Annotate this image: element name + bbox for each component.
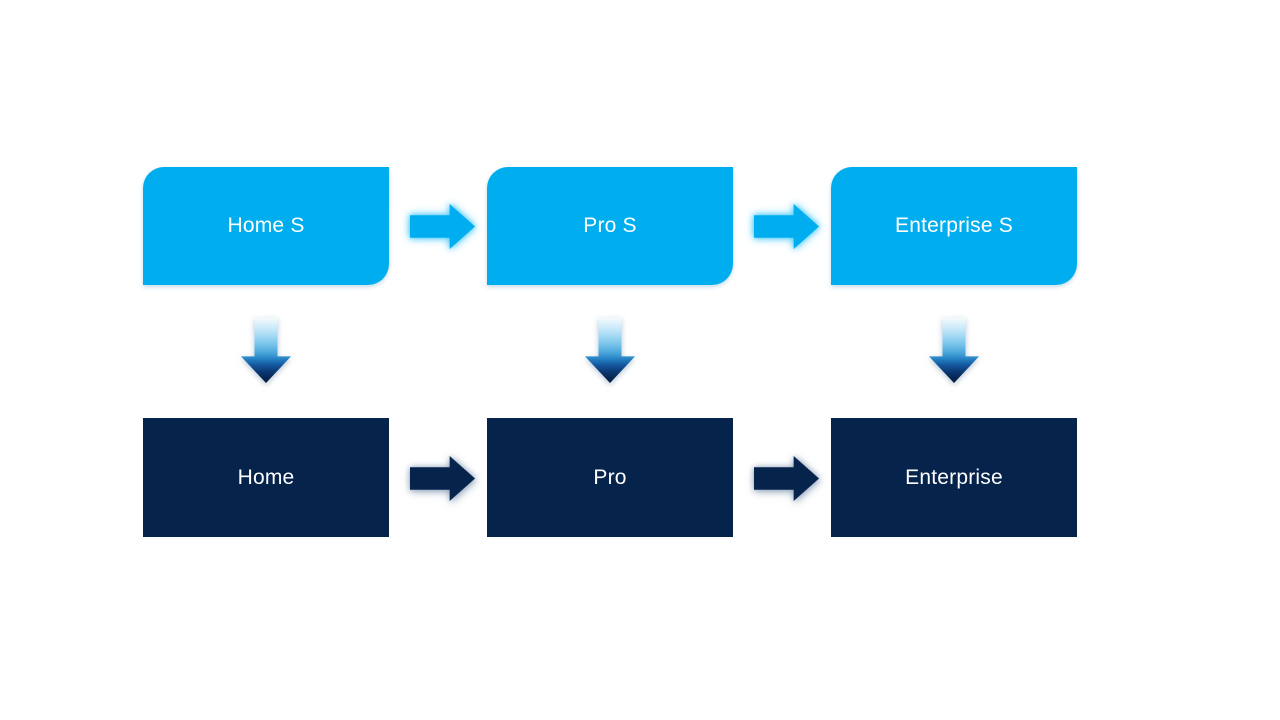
arrow-right-icon [410,456,475,501]
arrow-down-icon [241,318,291,383]
arrow-right-shape [410,204,475,249]
node-label: Home S [227,214,305,237]
node-home-s: Home S [143,167,389,285]
arrow-down-icon [929,318,979,383]
arrow-right-shape [410,456,475,501]
arrow-down-shape [585,318,635,383]
arrow-right-shape [754,456,819,501]
node-home: Home [143,418,389,537]
arrow-down-icon [585,318,635,383]
node-pro-s: Pro S [487,167,733,285]
arrow-down-shape [929,318,979,383]
arrow-right-shape [754,204,819,249]
node-enterprise-s: Enterprise S [831,167,1077,285]
node-pro: Pro [487,418,733,537]
node-label: Enterprise S [895,214,1013,237]
arrow-right-icon [754,204,819,249]
arrow-right-icon [410,204,475,249]
node-label: Home [237,465,295,489]
node-label: Pro S [583,214,637,237]
arrow-right-icon [754,456,819,501]
node-label: Pro [593,465,627,489]
arrow-down-shape [241,318,291,383]
node-label: Enterprise [905,465,1003,489]
node-enterprise: Enterprise [831,418,1077,537]
